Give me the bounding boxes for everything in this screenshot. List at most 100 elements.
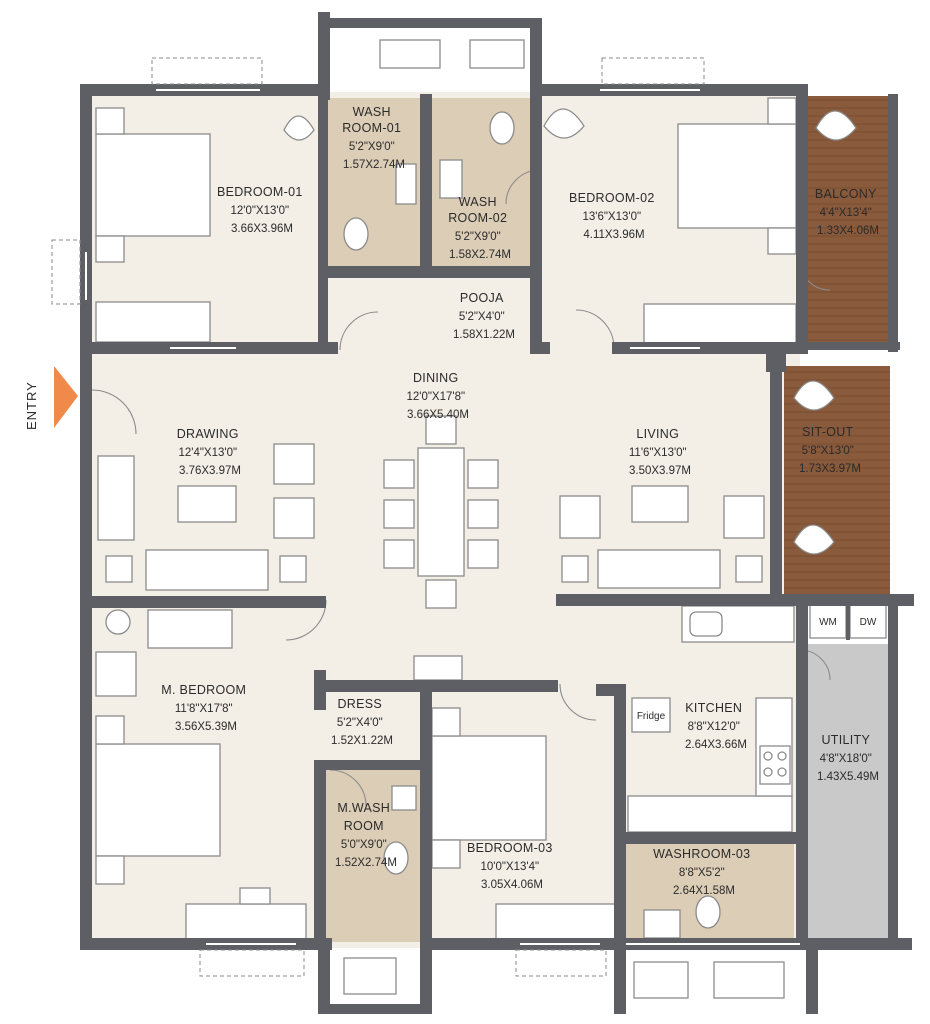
coffee-table bbox=[631, 485, 689, 523]
room-label-dress: DRESS 5'2"X4'0" 1.52X1.22M bbox=[331, 695, 393, 747]
side-table bbox=[735, 555, 763, 583]
dining-chair bbox=[383, 499, 415, 529]
utility-floor bbox=[806, 644, 890, 942]
side-table bbox=[767, 97, 797, 125]
bed-master bbox=[95, 743, 221, 857]
entry-marker: ENTRY bbox=[24, 366, 78, 430]
vanity bbox=[633, 961, 689, 999]
sink-icon bbox=[689, 611, 723, 637]
room-label-washroom-01: WASH ROOM-01 5'2"X9'0" 1.57X2.74M bbox=[342, 103, 406, 171]
kitchen-counter bbox=[627, 795, 793, 833]
toilet-icon bbox=[343, 217, 369, 251]
fridge-box bbox=[631, 697, 671, 733]
room-label-utility: UTILITY 4'8"X18'0" 1.43X5.49M bbox=[817, 731, 879, 783]
armchair bbox=[559, 495, 601, 539]
room-label-bedroom-02: BEDROOM-02 13'6"X13'0" 4.11X3.96M bbox=[569, 189, 659, 241]
door-bedroom-02[interactable] bbox=[575, 309, 615, 349]
vanity bbox=[379, 39, 441, 69]
room-label-living: LIVING 11'6"X13'0" 3.50X3.97M bbox=[629, 425, 691, 477]
side-table bbox=[105, 555, 133, 583]
room-label-drawing: DRAWING 12'4"X13'0" 3.76X3.97M bbox=[177, 425, 244, 477]
room-label-master-washroom: M.WASH ROOM 5'0"X9'0" 1.52X2.74M bbox=[335, 799, 397, 869]
bed-bedroom-02 bbox=[677, 123, 797, 229]
room-label-pooja: POOJA 5'2"X4'0" 1.58X1.22M bbox=[453, 289, 515, 341]
fridge-label: Fridge bbox=[637, 711, 666, 722]
vanity bbox=[713, 961, 785, 999]
window-projections bbox=[51, 57, 705, 977]
room-label-bedroom-03: BEDROOM-03 10'0"X13'4" 3.05X4.06M bbox=[467, 839, 557, 891]
entry-door[interactable] bbox=[91, 389, 137, 435]
chair-icon bbox=[543, 108, 585, 139]
washbasin-icon bbox=[395, 163, 417, 205]
wardrobe bbox=[185, 903, 307, 941]
chair-icon bbox=[283, 115, 315, 141]
burner bbox=[777, 767, 787, 777]
chair-icon bbox=[793, 524, 835, 555]
armchair bbox=[723, 495, 765, 539]
coffee-table bbox=[177, 485, 237, 523]
plant bbox=[105, 609, 131, 635]
hob-icon bbox=[759, 745, 791, 785]
side-table bbox=[95, 651, 137, 697]
wardrobe bbox=[643, 303, 797, 345]
room-labels: BEDROOM-01 12'0"X13'0" 3.66X3.96M WASH R… bbox=[161, 103, 881, 897]
sofa bbox=[145, 549, 269, 591]
side-table bbox=[95, 855, 125, 885]
dining-chair bbox=[467, 459, 499, 489]
armchair bbox=[273, 443, 315, 485]
sofa bbox=[597, 549, 721, 589]
dining-chair bbox=[467, 539, 499, 569]
side-table bbox=[767, 227, 797, 255]
washbasin-counter bbox=[413, 655, 463, 681]
burner bbox=[777, 751, 787, 761]
balcony-floor bbox=[806, 96, 890, 346]
room-label-washroom-02: WASH ROOM-02 5'2"X9'0" 1.58X2.74M bbox=[448, 193, 512, 261]
side-table bbox=[561, 555, 589, 583]
door-bedroom-03[interactable] bbox=[559, 683, 597, 721]
dining-table bbox=[417, 447, 465, 577]
side-table bbox=[95, 715, 125, 745]
dining-chair bbox=[383, 459, 415, 489]
vanity bbox=[343, 957, 397, 995]
washbasin-icon bbox=[439, 159, 463, 199]
room-label-dining: DINING 12'0"X17'8" 3.66X5.40M bbox=[406, 369, 469, 421]
dining-chair bbox=[383, 539, 415, 569]
room-label-bedroom-01: BEDROOM-01 12'0"X13'0" 3.66X3.96M bbox=[217, 183, 307, 235]
vanity bbox=[469, 39, 525, 69]
stool bbox=[239, 887, 271, 905]
windows bbox=[85, 89, 800, 945]
entry-label: ENTRY bbox=[24, 381, 39, 430]
arrow-right-icon bbox=[54, 366, 78, 428]
room-label-balcony: BALCONY 4'4"X13'4" 1.33X4.06M bbox=[815, 185, 881, 237]
furniture-layer bbox=[95, 39, 887, 999]
room-label-sit-out: SIT-OUT 5'8"X13'0" 1.73X3.97M bbox=[799, 423, 861, 475]
side-table bbox=[431, 839, 461, 869]
room-label-washroom-03: WASHROOM-03 8'8"X5'2" 2.64X1.58M bbox=[653, 845, 755, 897]
fixture-labels: Fridge WM DW bbox=[637, 617, 877, 722]
wardrobe bbox=[495, 903, 617, 941]
door-master-washroom[interactable] bbox=[329, 769, 367, 807]
dresser bbox=[147, 609, 233, 649]
armchair bbox=[273, 497, 315, 539]
door-bedroom-01[interactable] bbox=[339, 311, 379, 351]
walls bbox=[80, 12, 914, 1014]
chair-icon bbox=[793, 380, 835, 411]
dw-label: DW bbox=[860, 617, 877, 628]
dining-chair bbox=[425, 579, 457, 609]
side-table bbox=[95, 107, 125, 135]
dining-chair bbox=[425, 415, 457, 445]
bed-bedroom-03 bbox=[431, 735, 547, 841]
bed-bedroom-01 bbox=[95, 133, 211, 237]
wm-label: WM bbox=[819, 617, 837, 628]
side-table bbox=[95, 235, 125, 263]
washbasin-icon bbox=[643, 909, 681, 939]
washbasin-icon bbox=[391, 785, 417, 811]
toilet-icon bbox=[383, 841, 409, 875]
sofa bbox=[97, 455, 135, 541]
side-table bbox=[279, 555, 307, 583]
burner bbox=[763, 751, 773, 761]
burner bbox=[763, 767, 773, 777]
dining-chair bbox=[467, 499, 499, 529]
toilet-icon bbox=[489, 111, 515, 145]
